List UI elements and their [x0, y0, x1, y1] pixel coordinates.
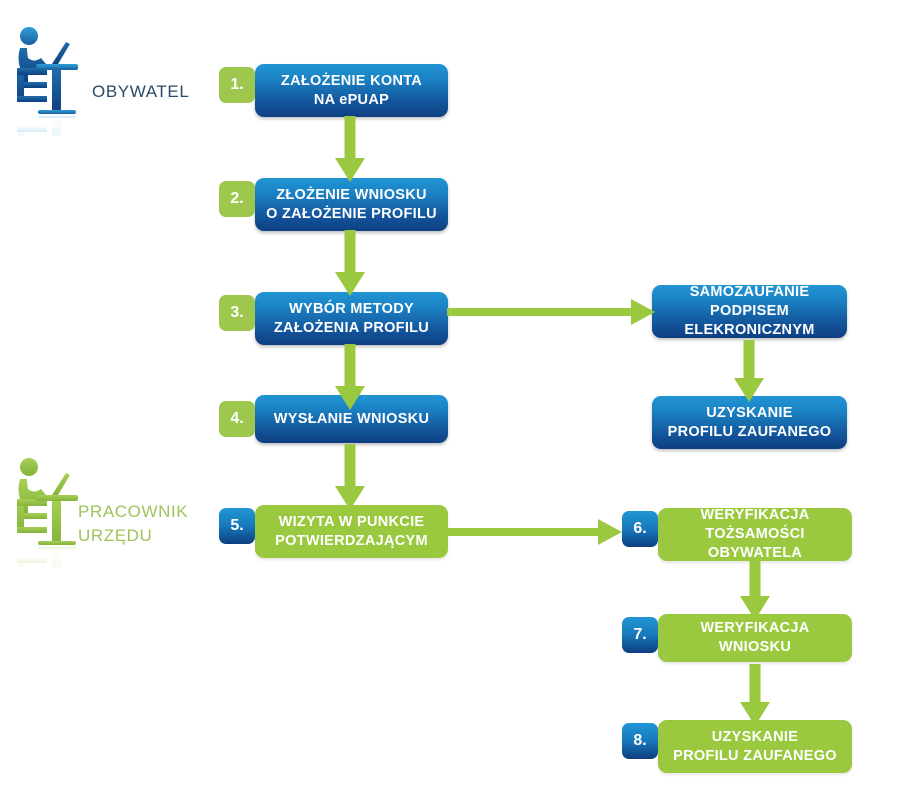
node-label: WYSŁANIE WNIOSKU: [273, 410, 430, 427]
node-label: WERYFIKACJA WNIOSKU: [700, 620, 810, 655]
arrow-step-5-to-step-6: [447, 519, 622, 545]
step-number-badge-4: 4.: [219, 401, 255, 437]
arrow-step-7-to-step-8: [740, 664, 770, 726]
node-label: UZYSKANIE PROFILU ZAUFANEGO: [667, 404, 832, 440]
step-number-text: 7.: [633, 626, 647, 643]
node-branch-a2[interactable]: UZYSKANIE PROFILU ZAUFANEGO: [652, 396, 847, 449]
step-number-text: 4.: [230, 410, 244, 427]
node-branch-a1[interactable]: SAMOZAUFANIE PODPISEM ELEKRONICZNYM: [652, 284, 847, 338]
arrow-step-6-to-step-7: [740, 558, 770, 620]
node-label: ZAŁOŻENIE KONTA NA ePUAP: [280, 72, 423, 108]
node-label: ZŁOŻENIE WNIOSKU O ZAŁOŻENIE PROFILU: [266, 186, 437, 222]
node-step-7[interactable]: WERYFIKACJA WNIOSKU: [658, 614, 852, 662]
step-number-text: 6.: [633, 520, 647, 537]
step-number-badge-3: 3.: [219, 295, 255, 331]
step-number-text: 8.: [633, 732, 647, 749]
person-at-desk-icon: [8, 24, 86, 164]
arrow-step-1-to-step-2: [335, 116, 365, 182]
node-step-2[interactable]: ZŁOŻENIE WNIOSKU O ZAŁOŻENIE PROFILU: [255, 178, 448, 231]
arrow-step-3-to-branch-a1: [447, 299, 655, 325]
step-number-badge-7: 7.: [622, 617, 658, 653]
node-label: WERYFIKACJA TOŻSAMOŚCI OBYWATELA: [700, 507, 810, 561]
step-number-badge-6: 6.: [622, 511, 658, 547]
node-step-3[interactable]: WYBÓR METODY ZAŁOŻENIA PROFILU: [255, 292, 448, 345]
step-number-badge-5: 5.: [219, 508, 255, 544]
step-number-text: 3.: [230, 304, 244, 321]
step-number-badge-8: 8.: [622, 723, 658, 759]
node-step-8[interactable]: UZYSKANIE PROFILU ZAUFANEGO: [658, 720, 852, 773]
node-step-1[interactable]: ZAŁOŻENIE KONTA NA ePUAP: [255, 64, 448, 117]
arrow-step-3-to-step-4: [335, 344, 365, 410]
actor-label-citizen: OBYWATEL: [92, 82, 190, 101]
node-label: SAMOZAUFANIE PODPISEM ELEKRONICZNYM: [684, 284, 815, 338]
arrow-step-2-to-step-3: [335, 230, 365, 296]
step-number-text: 1.: [230, 76, 244, 93]
step-number-text: 2.: [230, 190, 244, 207]
step-number-badge-1: 1.: [219, 67, 255, 103]
step-number-text: 5.: [230, 517, 244, 534]
arrow-step-4-to-step-5: [335, 444, 365, 510]
node-step-6[interactable]: WERYFIKACJA TOŻSAMOŚCI OBYWATELA: [658, 507, 852, 561]
node-label: WYBÓR METODY ZAŁOŻENIA PROFILU: [273, 300, 430, 336]
node-label: WIZYTA W PUNKCIE POTWIERDZAJĄCYM: [275, 513, 428, 549]
node-step-5[interactable]: WIZYTA W PUNKCIE POTWIERDZAJĄCYM: [255, 505, 448, 558]
arrow-branch-a1-to-branch-a2: [734, 340, 764, 402]
person-at-desk-icon: [8, 455, 86, 595]
step-number-badge-2: 2.: [219, 181, 255, 217]
node-label: UZYSKANIE PROFILU ZAUFANEGO: [673, 728, 837, 764]
actor-label-clerk: PRACOWNIK URZĘDU: [78, 502, 189, 545]
